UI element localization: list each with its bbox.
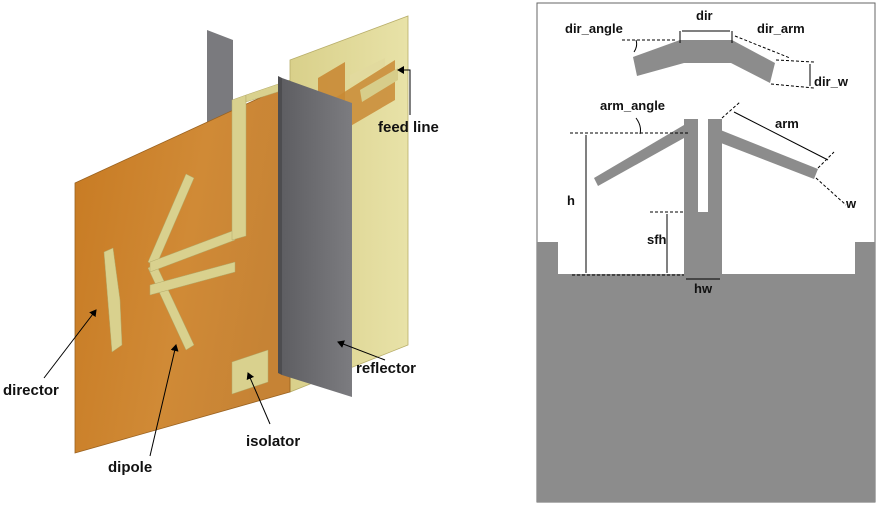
isolator-label: isolator	[246, 433, 300, 450]
isolator-strip	[231, 349, 269, 395]
dir-angle-label: dir_angle	[565, 21, 623, 36]
w-dimension	[815, 177, 847, 206]
director-shape	[633, 40, 775, 83]
h-label: h	[567, 193, 575, 208]
reflector-label: reflector	[356, 360, 416, 377]
sfh-label: sfh	[647, 232, 667, 247]
arm-label: arm	[775, 116, 799, 131]
feed-line-arrow	[397, 66, 411, 115]
feed-bottom-block	[684, 212, 722, 275]
hw-label: hw	[694, 281, 713, 296]
director-trace	[103, 247, 123, 353]
dipole-arrow	[149, 344, 179, 457]
dir-arm-label: dir_arm	[757, 21, 805, 36]
right-panel-dimensions: dir dir_angle dir_arm dir_w arm_angle ar…	[536, 2, 876, 503]
arm-angle-arc	[635, 117, 641, 135]
reflector-arrow	[337, 340, 386, 361]
feed-line-label: feed line	[378, 119, 439, 136]
reflector-edge	[278, 76, 282, 375]
dipole-right-arm	[708, 125, 818, 179]
dir-label: dir	[696, 8, 713, 23]
dir-angle-arc	[633, 39, 638, 53]
arm-dimension	[733, 111, 829, 161]
left-panel-3d-antenna: feed line director dipole isolator refle…	[3, 15, 439, 476]
dipole-left-arm	[594, 125, 684, 186]
reflector-plate	[282, 78, 352, 397]
director-label: director	[3, 382, 59, 399]
dipole-label: dipole	[108, 459, 152, 476]
arm-angle-label: arm_angle	[600, 98, 665, 113]
director-arrow	[43, 309, 97, 379]
ground-plane	[537, 242, 875, 502]
dir-w-label: dir_w	[814, 74, 849, 89]
isolator-arrow	[246, 372, 271, 425]
w-label: w	[845, 196, 857, 211]
